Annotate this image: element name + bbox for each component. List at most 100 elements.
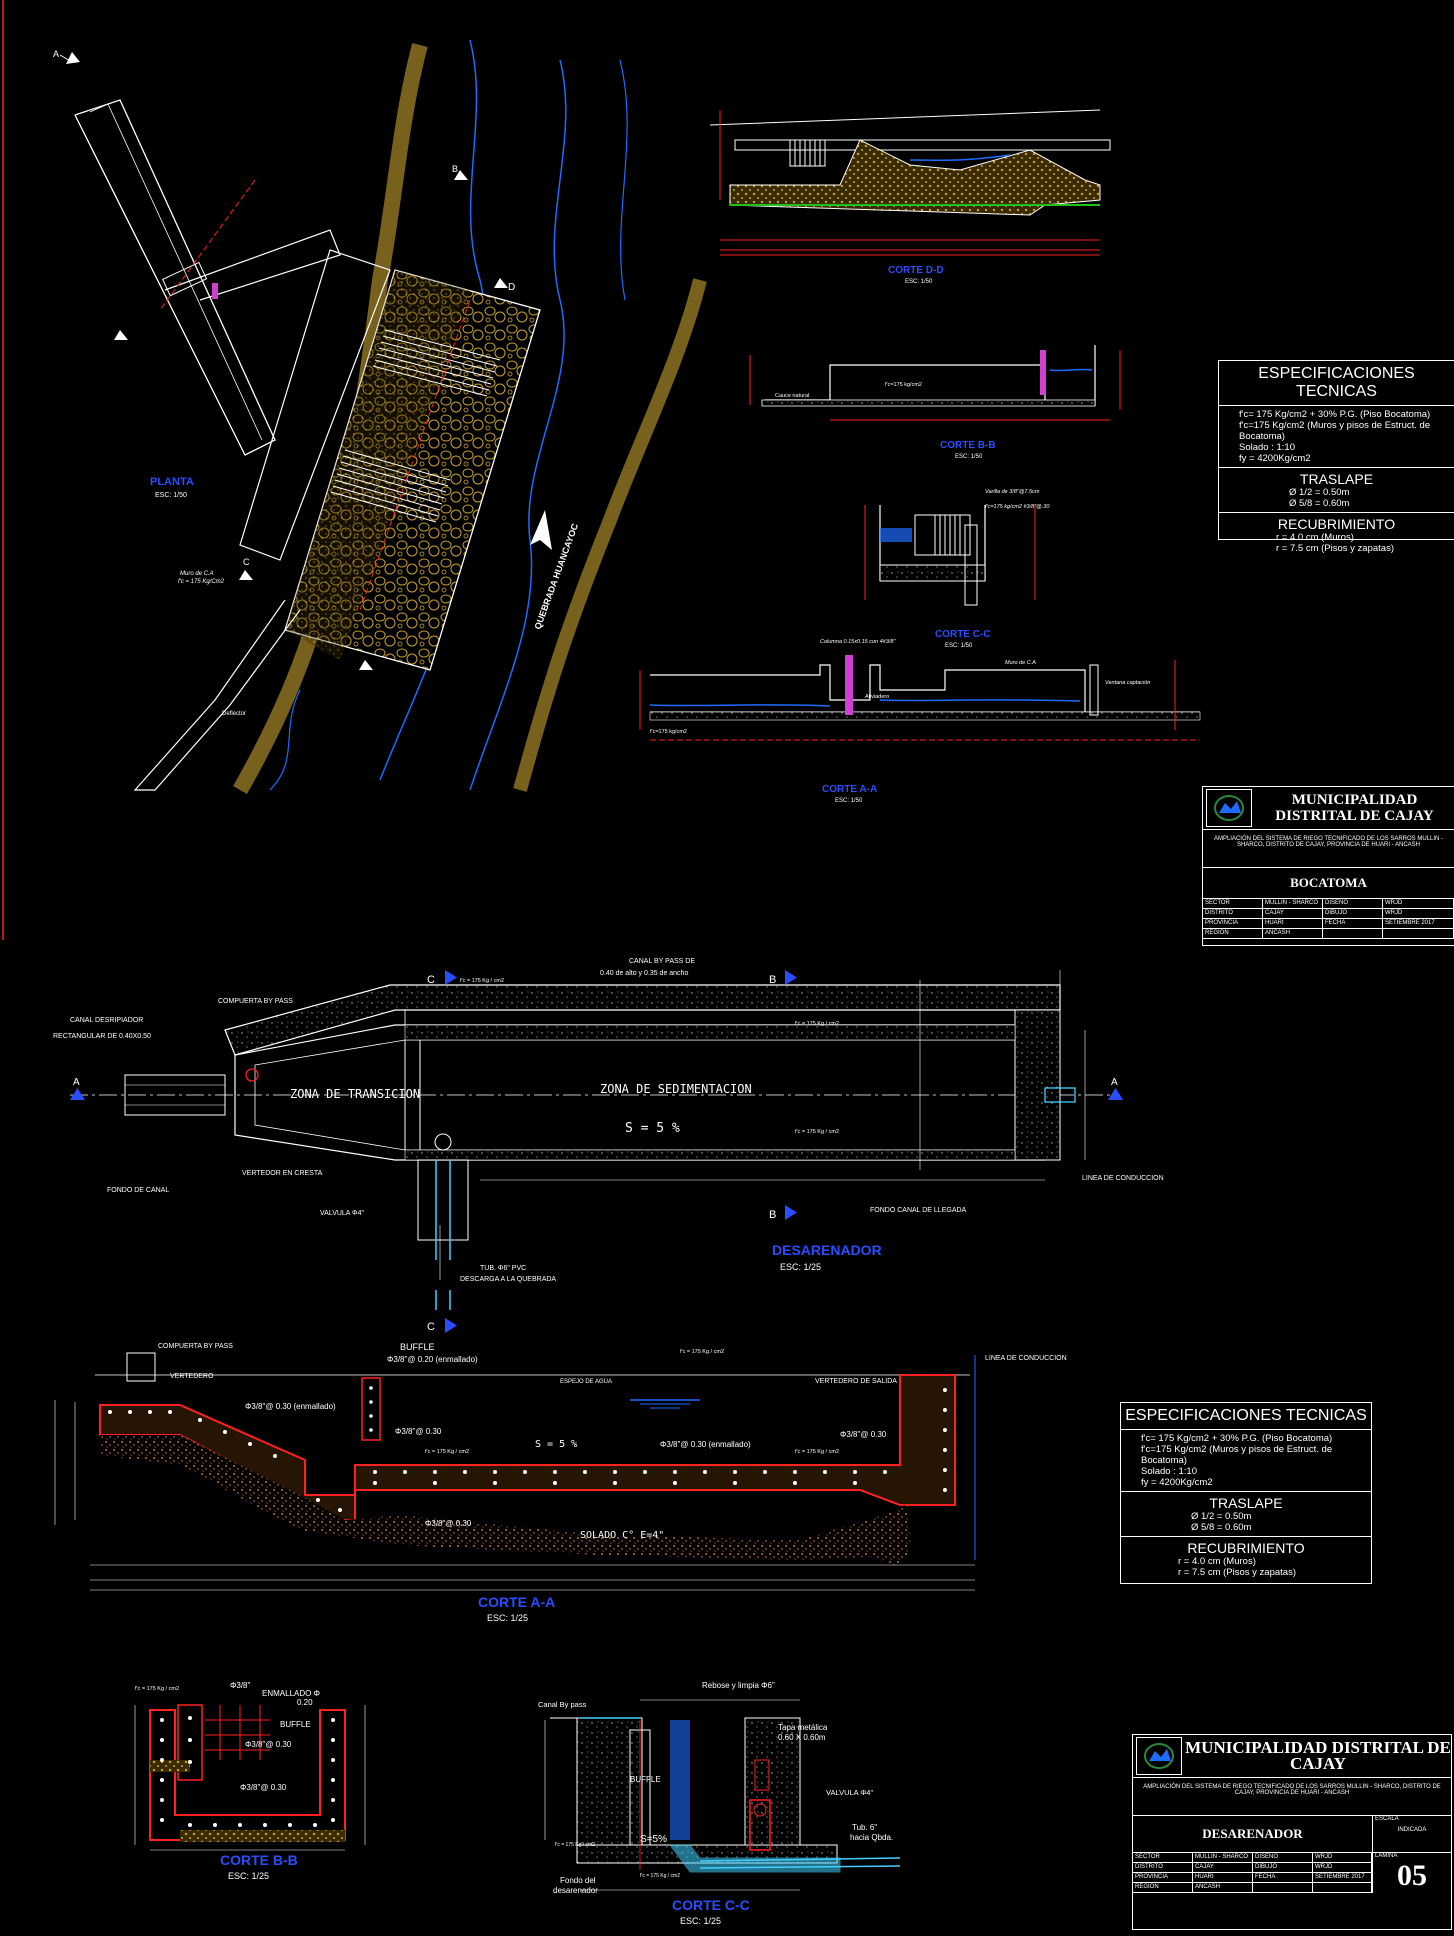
- canal-desrip-label: CANAL DESRIPIADOR: [70, 1017, 143, 1024]
- desarenador-cut-c-bottom: C: [427, 1321, 435, 1333]
- spec-line: r = 7.5 cm (Pisos y zapatas): [1178, 1567, 1296, 1578]
- cc2-tub-label: Tub. 6": [852, 1823, 877, 1832]
- field-value: WRJD: [1383, 909, 1454, 919]
- aa2-linea-label: LINEA DE CONDUCCION: [985, 1355, 1067, 1362]
- desarenador-cut-c-top: C: [427, 974, 435, 986]
- field-value: HUARI: [1263, 919, 1323, 929]
- cc2-buffle-label: BUFFLE: [630, 1775, 661, 1784]
- desarenador-plan: [70, 970, 1123, 1333]
- spec-line: fy = 4200Kg/cm2: [1239, 453, 1311, 464]
- field-value: MULLIN - SHARCO: [1193, 1853, 1253, 1863]
- tub-label: TUB. Φ6" PVC: [480, 1265, 526, 1272]
- title-block-top: MUNICIPALIDAD DISTRITAL DE CAJAY AMPLIAC…: [1202, 786, 1454, 946]
- desarenador-cut-b-bottom: B: [769, 1209, 776, 1221]
- municipal-seal-icon: [1206, 789, 1252, 827]
- desarenador-cut-a-right: A: [1111, 1077, 1118, 1088]
- compuerta-label: COMPUERTA BY PASS: [218, 998, 293, 1005]
- aa2-fc-1-label: f'c = 175 Kg / cm2: [680, 1349, 724, 1355]
- corte-bb-top-title: CORTE B-B: [940, 440, 996, 451]
- aa2-vert-salida-label: VERTEDERO DE SALIDA: [815, 1378, 897, 1385]
- aa2-fc-2-label: f'c = 175 Kg / cm2: [425, 1449, 469, 1455]
- slope-label: S = 5 %: [625, 1121, 680, 1136]
- corte-bb-label-fc: f'c=175 kg/cm2: [885, 382, 922, 388]
- field-value: ANCASH: [1263, 929, 1323, 939]
- corte-aa-label-muro: Muro de C.A: [1005, 660, 1036, 666]
- spec-line: r = 7.5 cm (Pisos y zapatas): [1276, 543, 1394, 554]
- bypass-dims-label: 0.40 de alto y 0.35 de ancho: [600, 970, 688, 977]
- corte-aa-label-aliviadero: Aliviadero: [865, 694, 889, 700]
- spec-line: f'c=175 Kg/cm2 (Muros y pisos de Estruct…: [1239, 420, 1431, 442]
- bb2-bar-label: Φ3/8": [230, 1681, 251, 1690]
- desarenador-cut-a-left: A: [73, 1077, 80, 1088]
- field-label: FECHA: [1253, 1873, 1313, 1883]
- cc2-fc-1-label: f'c = 175 Kg / cm2: [555, 1842, 595, 1848]
- corte-aa-top-scale: ESC: 1/50: [835, 798, 863, 804]
- field-value: WRJD: [1313, 1863, 1372, 1873]
- aa2-solado-label: SOLADO C° E=4": [580, 1530, 664, 1541]
- section-bb-desarenador: [134, 1704, 366, 1851]
- bb2-fc-label: f'c = 175 Kg / cm2: [135, 1686, 179, 1692]
- corte-dd-scale: ESC: 1/50: [905, 279, 933, 285]
- bb2-bar1-label: Φ3/8"@ 0.30: [245, 1740, 292, 1749]
- aa2-bar-030-3-label: Φ3/8"@ 0.30: [425, 1519, 472, 1528]
- fc-label-1: f'c = 175 Kg / cm2: [460, 978, 504, 984]
- corte-aa-label-fc: f'c=175 kg/cm2: [650, 729, 687, 735]
- cc2-rebose-label: Rebose y limpia Φ6": [702, 1681, 775, 1690]
- field-label: SECTOR: [1133, 1853, 1193, 1863]
- aa2-fc-3-label: f'c = 175 Kg / cm2: [795, 1449, 839, 1455]
- field-label: PROVINCIA: [1203, 919, 1263, 929]
- field-label: REGION: [1203, 929, 1263, 939]
- spec-line: Solado : 1:10: [1239, 442, 1295, 453]
- scale-label: ESCALA: [1375, 1816, 1399, 1822]
- cc2-fondo-label: Fondo del: [560, 1876, 596, 1885]
- field-label: PROVINCIA: [1133, 1873, 1193, 1883]
- corte-cc-top-scale: ESC: 1/50: [945, 643, 973, 649]
- field-value: MULLIN - SHARCO: [1263, 899, 1323, 909]
- section-bb-top: [749, 345, 1121, 421]
- spec-line: f'c= 175 Kg/cm2 + 30% P.G. (Piso Bocatom…: [1239, 409, 1431, 420]
- aa2-compuerta-label: COMPUERTA BY PASS: [158, 1343, 233, 1350]
- bb2-bar2-label: Φ3/8"@ 0.30: [240, 1783, 287, 1792]
- zona-transicion-label: ZONA DE TRANSICION: [290, 1087, 420, 1101]
- spec-line: Ø 5/8 = 0.60m: [1191, 1522, 1252, 1533]
- fc-label-2: f'c = 175 Kg / cm2: [795, 1021, 839, 1027]
- zona-sedimentacion-label: ZONA DE SEDIMENTACION: [600, 1082, 752, 1096]
- field-value: WRJD: [1313, 1853, 1372, 1863]
- spec-line: r = 4.0 cm (Muros): [1276, 532, 1354, 543]
- corte-bb2-scale: ESC: 1/25: [228, 1871, 269, 1881]
- project-description: AMPLIACIÓN DEL SISTEMA DE RIEGO TECNIFIC…: [1133, 1778, 1451, 1816]
- cut-c-marker: C: [243, 557, 250, 567]
- field-value: [1313, 1883, 1372, 1893]
- field-label: [1323, 929, 1383, 939]
- corte-aa2-scale: ESC: 1/25: [487, 1613, 528, 1623]
- bb2-enmallado-label: ENMALLADO Φ: [262, 1689, 320, 1698]
- aa2-buffle-bar-label: Φ3/8"@ 0.20 (enmallado): [387, 1355, 478, 1364]
- traslape-title: TRASLAPE: [1209, 1495, 1283, 1511]
- field-label: DISTRITO: [1133, 1863, 1193, 1873]
- field-label: DIBUJO: [1253, 1863, 1313, 1873]
- field-value: CAJAY: [1263, 909, 1323, 919]
- municipality-name: MUNICIPALIDAD DISTRITAL DE CAJAY: [1185, 1738, 1451, 1773]
- traslape-title: TRASLAPE: [1299, 471, 1374, 487]
- muro-fc-label: f'c = 175 Kg/Cm2: [178, 579, 225, 585]
- rectangular-label: RECTANGULAR DE 0.40X0.50: [53, 1033, 151, 1040]
- corte-aa-top-title: CORTE A-A: [822, 784, 877, 795]
- desarenador-scale: ESC: 1/25: [780, 1262, 821, 1272]
- section-cc-top: [864, 505, 1036, 606]
- field-value: CAJAY: [1193, 1863, 1253, 1873]
- corte-aa2-title: CORTE A-A: [478, 1594, 555, 1610]
- aa2-bar-030-2-label: Φ3/8"@ 0.30: [840, 1430, 887, 1439]
- recubrimiento-title: RECUBRIMIENTO: [1277, 516, 1396, 532]
- cut-b-marker: B: [452, 164, 458, 174]
- section-aa-desarenador: [54, 1352, 976, 1591]
- corte-cc-top-title: CORTE C-C: [935, 629, 991, 640]
- aa2-enmallado-1-label: Φ3/8"@ 0.30 (enmallado): [245, 1402, 336, 1411]
- field-label: REGION: [1133, 1883, 1193, 1893]
- corte-aa-label-ventana: Ventana captación: [1105, 680, 1150, 686]
- corte-dd-title: CORTE D-D: [888, 265, 944, 276]
- section-dd: [709, 109, 1111, 256]
- cc2-tapa-dims-label: 0.60 X 0.60m: [778, 1733, 826, 1742]
- spec-line: f'c=175 Kg/cm2 (Muros y pisos de Estruct…: [1141, 1444, 1333, 1466]
- sheet-title: DESARENADOR: [1202, 1826, 1303, 1841]
